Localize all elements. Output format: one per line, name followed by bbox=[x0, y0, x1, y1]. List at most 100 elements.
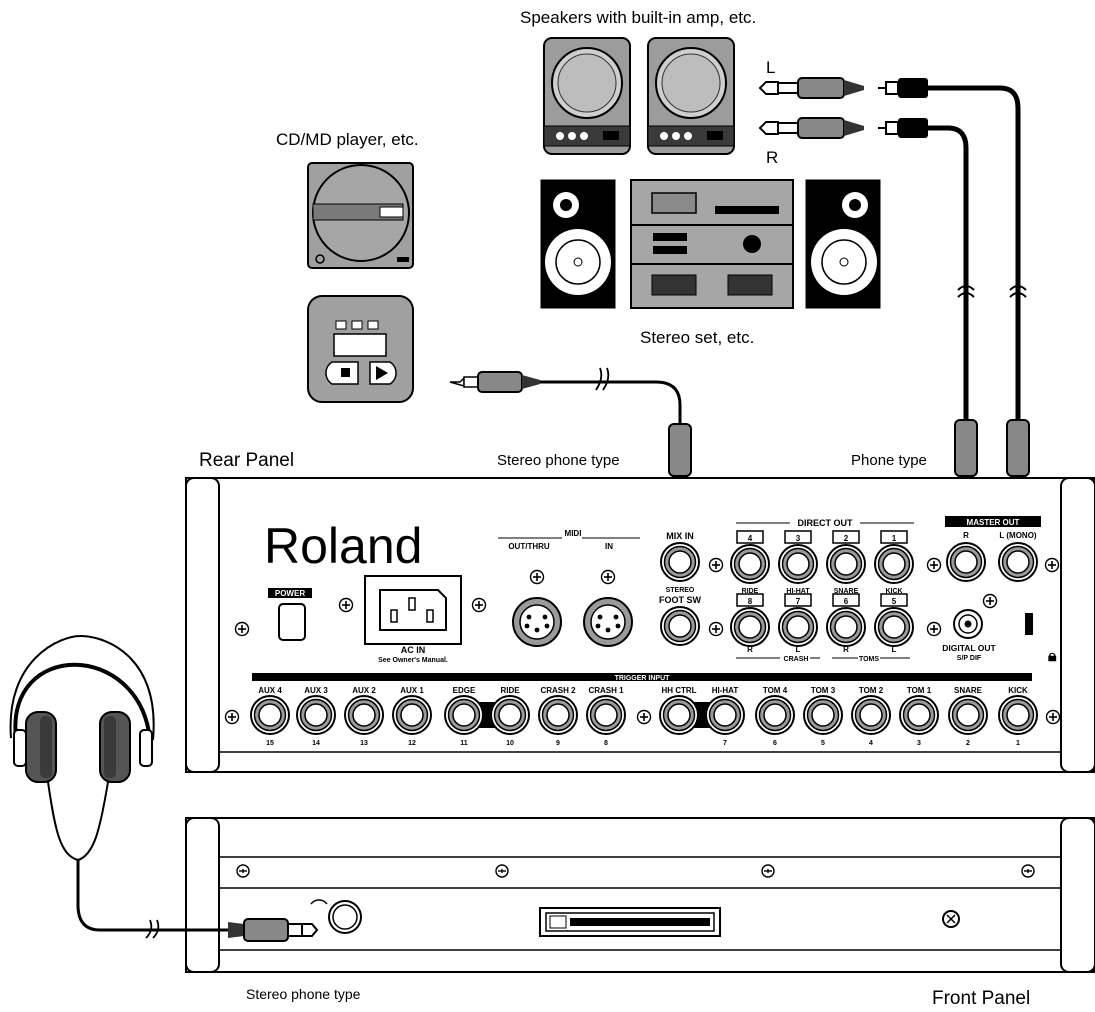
front-panel bbox=[185, 817, 1095, 973]
trigger-jack[interactable] bbox=[490, 695, 530, 735]
midi-in-port[interactable] bbox=[583, 597, 633, 647]
trigger-number-label: 6 bbox=[773, 740, 777, 747]
lr-adapter-cables bbox=[758, 77, 1030, 526]
front-knob[interactable] bbox=[942, 910, 960, 928]
direct-out-number-box bbox=[880, 530, 908, 544]
trigger-jack[interactable] bbox=[444, 695, 484, 735]
trigger-name-label: CRASH 2 bbox=[540, 686, 576, 695]
trigger-jack[interactable] bbox=[755, 695, 795, 735]
kensington-lock-icon: 🔒︎ bbox=[1048, 648, 1057, 665]
direct-out-jack[interactable] bbox=[874, 607, 914, 647]
screw bbox=[636, 709, 652, 725]
screw bbox=[982, 593, 998, 609]
trigger-number-label: 5 bbox=[821, 740, 825, 747]
trigger-name-label: HI-HAT bbox=[712, 686, 739, 695]
direct-out-number: 7 bbox=[796, 597, 801, 606]
trigger-name-label: AUX 3 bbox=[304, 686, 328, 695]
screw bbox=[234, 621, 250, 637]
screw bbox=[708, 621, 724, 637]
roland-logo: Roland bbox=[264, 518, 422, 574]
direct-out-number-box bbox=[784, 593, 812, 607]
trigger-jack[interactable] bbox=[948, 695, 988, 735]
phones-jack[interactable] bbox=[310, 899, 362, 934]
master-out-r-jack[interactable] bbox=[946, 542, 986, 582]
direct-out-name: KICK bbox=[885, 588, 902, 595]
trigger-jack[interactable] bbox=[705, 695, 745, 735]
direct-out-number-box bbox=[832, 593, 860, 607]
direct-out-jack[interactable] bbox=[730, 607, 770, 647]
trigger-name-label: RIDE bbox=[500, 686, 520, 695]
power-label: POWER bbox=[275, 589, 305, 598]
trigger-number-label: 3 bbox=[917, 740, 921, 747]
digital-out-jack[interactable] bbox=[953, 609, 983, 639]
trigger-name-label: TOM 3 bbox=[811, 686, 836, 695]
master-out-l-jack[interactable] bbox=[998, 542, 1038, 582]
direct-out-jack[interactable] bbox=[874, 544, 914, 584]
trigger-name-label: TOM 1 bbox=[907, 686, 932, 695]
screw bbox=[471, 597, 487, 613]
midi-out-label: OUT/THRU bbox=[508, 542, 550, 551]
trigger-jack[interactable] bbox=[392, 695, 432, 735]
screw bbox=[1045, 709, 1061, 725]
direct-out-jack[interactable] bbox=[778, 544, 818, 584]
master-out-l-label: L (MONO) bbox=[999, 531, 1037, 540]
direct-out-number: 1 bbox=[892, 534, 897, 543]
trigger-name-label: SNARE bbox=[954, 686, 983, 695]
trigger-jack[interactable] bbox=[250, 695, 290, 735]
trigger-jack[interactable] bbox=[344, 695, 384, 735]
memory-card-slot[interactable] bbox=[539, 907, 721, 937]
power-label-bg bbox=[268, 588, 312, 598]
left-channel-label: L bbox=[766, 58, 775, 77]
trigger-input-label: TRIGGER INPUT bbox=[615, 675, 671, 682]
front-panel-label: Front Panel bbox=[932, 988, 1030, 1009]
trigger-number-label: 12 bbox=[408, 740, 416, 747]
digital-out-spdif-label: S/P DIF bbox=[957, 655, 982, 662]
stereo-set-label: Stereo set, etc. bbox=[640, 328, 754, 347]
ac-inlet[interactable] bbox=[364, 575, 462, 645]
trigger-jack[interactable] bbox=[659, 695, 699, 735]
direct-out-name: HI-HAT bbox=[786, 588, 810, 595]
foot-sw-jack[interactable] bbox=[660, 606, 700, 646]
screw bbox=[761, 864, 775, 878]
direct-out-jack[interactable] bbox=[778, 607, 818, 647]
trigger-jack[interactable] bbox=[586, 695, 626, 735]
trigger-jack[interactable] bbox=[851, 695, 891, 735]
direct-out-side: R bbox=[843, 645, 849, 654]
trigger-number-label: 11 bbox=[460, 740, 468, 747]
trigger-jack[interactable] bbox=[899, 695, 939, 735]
stereo-phone-type-label-top: Stereo phone type bbox=[497, 452, 620, 469]
mix-in-jack[interactable] bbox=[660, 542, 700, 582]
screw bbox=[224, 709, 240, 725]
screw bbox=[529, 569, 545, 585]
direct-out-label: DIRECT OUT bbox=[798, 518, 854, 528]
midi-out-port[interactable] bbox=[512, 597, 562, 647]
trigger-jack[interactable] bbox=[296, 695, 336, 735]
screw bbox=[926, 621, 942, 637]
trigger-name-label: AUX 2 bbox=[352, 686, 376, 695]
direct-out-number-box bbox=[736, 593, 764, 607]
trigger-number-label: 1 bbox=[1016, 740, 1020, 747]
direct-out-number-box bbox=[736, 530, 764, 544]
trigger-input-bar bbox=[252, 673, 1032, 681]
direct-out-jack[interactable] bbox=[730, 544, 770, 584]
trigger-number-label: 9 bbox=[556, 740, 560, 747]
direct-out-jack[interactable] bbox=[826, 544, 866, 584]
trigger-jack[interactable] bbox=[998, 695, 1038, 735]
screw bbox=[1044, 557, 1060, 573]
master-out-label-bg bbox=[945, 516, 1041, 527]
trigger-number-label: 14 bbox=[312, 740, 320, 747]
screw bbox=[338, 597, 354, 613]
right-channel-label: R bbox=[766, 148, 778, 167]
direct-out-jack[interactable] bbox=[826, 607, 866, 647]
trigger-jack[interactable] bbox=[538, 695, 578, 735]
direct-out-side: R bbox=[747, 645, 753, 654]
trigger-jack[interactable] bbox=[803, 695, 843, 735]
direct-out-name: RIDE bbox=[742, 588, 759, 595]
digital-out-label: DIGITAL OUT bbox=[942, 643, 996, 653]
power-switch[interactable] bbox=[278, 603, 306, 641]
direct-out-name: SNARE bbox=[834, 588, 859, 595]
powered-speaker-left bbox=[543, 37, 631, 155]
ac-in-label: AC IN bbox=[401, 645, 426, 655]
